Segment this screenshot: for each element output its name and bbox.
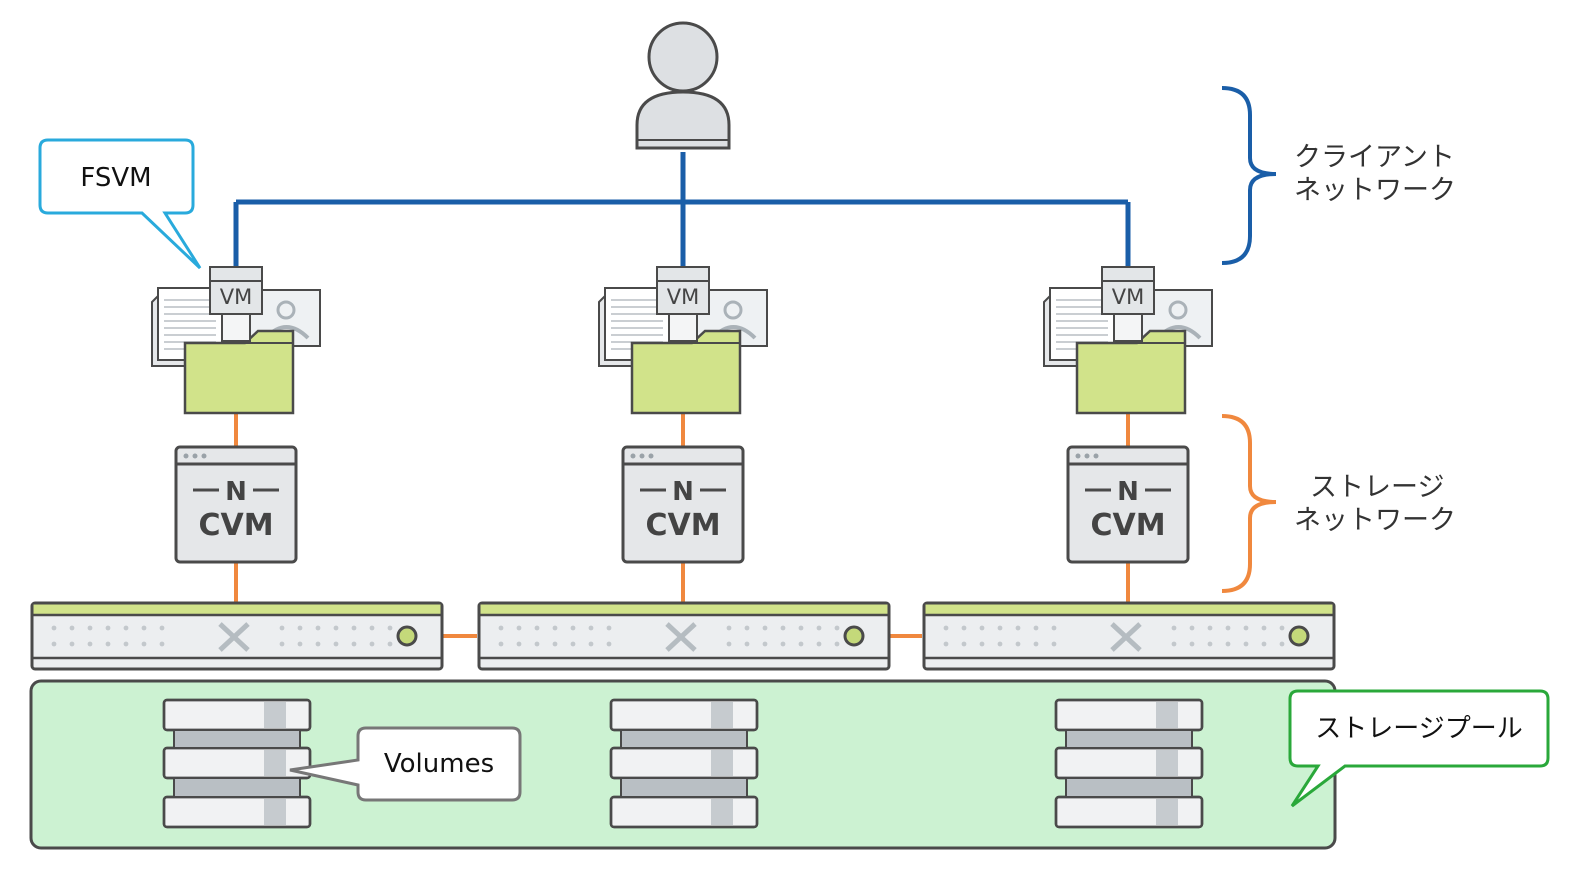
server-node-icon (922, 601, 1336, 671)
cvm-logo-text: N (672, 477, 694, 507)
cvm-label: CVM (645, 508, 720, 543)
vm-label: VM (220, 285, 252, 309)
cvm-logo-text: N (225, 477, 247, 507)
client-network-lines (233, 152, 1131, 267)
storage-pool-callout-text: ストレージプール (1315, 714, 1522, 744)
volumes-callout-text: Volumes (384, 749, 494, 779)
folder-icon (1075, 329, 1187, 415)
disk-stack-icon (162, 698, 312, 829)
cvm-logo-text: N (1117, 477, 1139, 507)
vm-icon: VM (1101, 266, 1155, 342)
storage-pool-callout: ストレージプール (1288, 689, 1550, 808)
storage-network-bracket: ストレージ ネットワーク (1221, 414, 1456, 593)
fsvm-callout: FSVM (38, 138, 202, 270)
server-node-icon (477, 601, 891, 671)
vm-icon: VM (209, 266, 263, 342)
vm-label: VM (1112, 285, 1144, 309)
cvm-label: CVM (198, 508, 273, 543)
user-icon (635, 21, 731, 150)
vm-icon: VM (656, 266, 710, 342)
client-network-label-line1: クライアント (1294, 142, 1455, 173)
client-network-bracket: クライアント ネットワーク (1221, 86, 1456, 265)
storage-network-lines (234, 413, 1130, 638)
disk-stack-icon (1054, 698, 1204, 829)
folder-icon (630, 329, 742, 415)
server-node-icon (30, 601, 444, 671)
disk-stack-icon (609, 698, 759, 829)
folder-icon (183, 329, 295, 415)
cvm-label: CVM (1090, 508, 1165, 543)
storage-network-label-line2: ネットワーク (1294, 505, 1456, 536)
client-network-label-line2: ネットワーク (1294, 175, 1456, 206)
vm-label: VM (667, 285, 699, 309)
storage-network-label-line1: ストレージ (1310, 472, 1444, 503)
fsvm-callout-text: FSVM (80, 163, 151, 193)
volumes-callout: Volumes (289, 726, 522, 802)
